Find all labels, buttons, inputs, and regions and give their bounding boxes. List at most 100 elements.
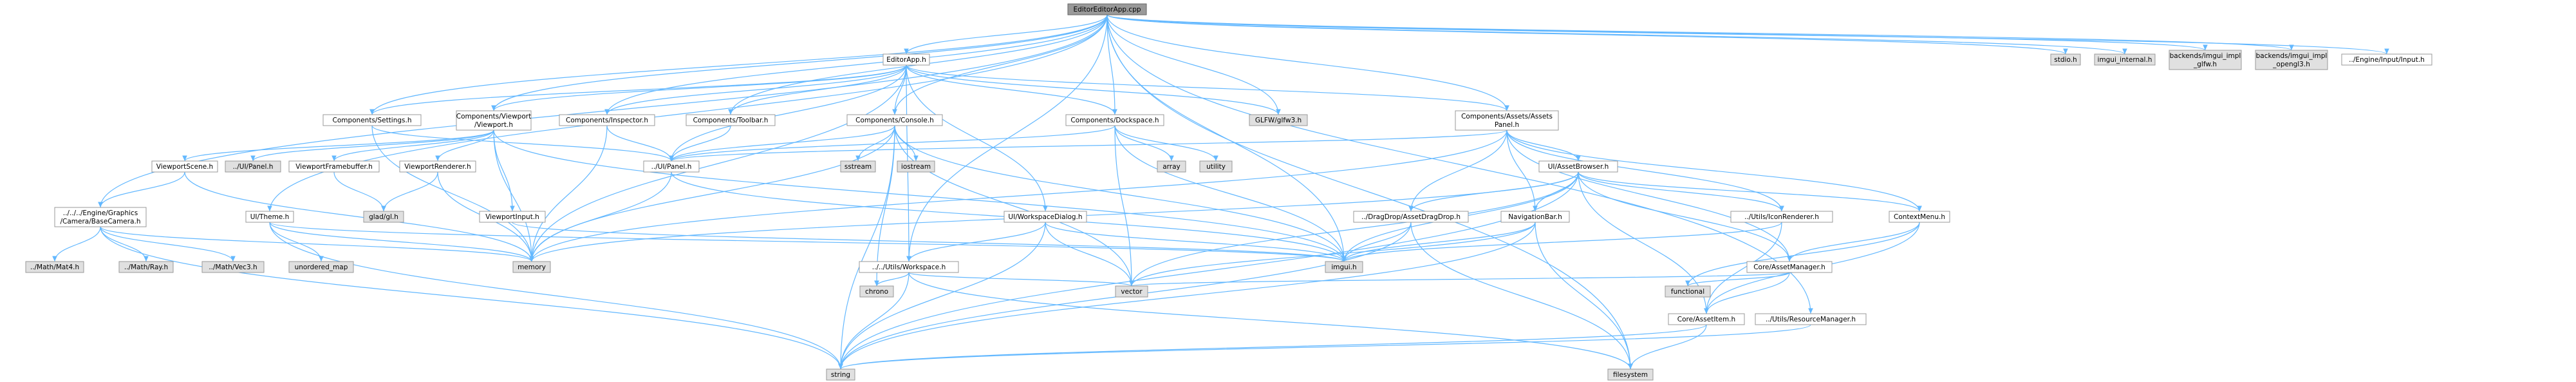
node-root: EditorEditorApp.cpp bbox=[1067, 3, 1147, 15]
node-label-resmanager: ../Utils/ResourceManager.h bbox=[1766, 316, 1856, 323]
node-array: array bbox=[1157, 160, 1186, 173]
node-box-iostream bbox=[897, 160, 935, 173]
edge-root-to-filesystem bbox=[1106, 14, 1633, 370]
node-navbar[interactable]: NavigationBar.h bbox=[1500, 211, 1570, 223]
edge-editorapp-to-uipanel bbox=[669, 64, 907, 162]
node-box-viewportinput bbox=[479, 211, 546, 223]
node-box-uipanel_sys bbox=[225, 160, 281, 173]
node-label-imgui: imgui.h bbox=[1331, 263, 1356, 271]
node-uitheme[interactable]: UI/Theme.h bbox=[245, 211, 294, 223]
node-vector: vector bbox=[1115, 285, 1148, 298]
node-contextmenu[interactable]: ContextMenu.h bbox=[1889, 211, 1950, 223]
node-box-console bbox=[846, 114, 943, 126]
node-resmanager[interactable]: ../Utils/ResourceManager.h bbox=[1755, 313, 1867, 325]
edge-workspace-to-string bbox=[838, 272, 910, 370]
node-label-impl_glfw: _glfw.h bbox=[2193, 61, 2217, 68]
node-dragdrop[interactable]: ../DragDrop/AssetDragDrop.h bbox=[1353, 211, 1469, 223]
node-label-impl_opengl3: _opengl3.h bbox=[2272, 61, 2310, 68]
edge-viewport-to-imgui bbox=[493, 129, 1347, 262]
node-box-viewport bbox=[456, 110, 532, 131]
node-box-toolbar bbox=[686, 114, 776, 126]
edge-basecamera-to-memory bbox=[100, 226, 534, 262]
node-box-glfw bbox=[1249, 114, 1308, 126]
node-box-imgui bbox=[1325, 261, 1363, 273]
node-editorapp[interactable]: EditorApp.h bbox=[882, 53, 930, 66]
node-inspector[interactable]: Components/Inspector.h bbox=[559, 114, 655, 126]
node-box-array bbox=[1157, 160, 1186, 173]
node-box-settings bbox=[322, 114, 422, 126]
node-imgui: imgui.h bbox=[1325, 261, 1363, 273]
edge-assetbrowser-to-iconrenderer bbox=[1578, 171, 1784, 212]
edge-viewportrenderer-to-glad bbox=[381, 171, 438, 212]
edge-uipanel-to-memory bbox=[529, 171, 672, 262]
node-assetitem[interactable]: Core/AssetItem.h bbox=[1668, 313, 1745, 325]
node-box-assetitem bbox=[1668, 313, 1745, 325]
node-iconrenderer[interactable]: ../Utils/IconRenderer.h bbox=[1730, 211, 1833, 223]
node-engine_input[interactable]: ../Engine/Input/Input.h bbox=[2341, 53, 2432, 66]
node-toolbar[interactable]: Components/Toolbar.h bbox=[686, 114, 776, 126]
node-box-uitheme bbox=[245, 211, 294, 223]
edges-layer bbox=[52, 14, 2389, 370]
node-dockspace[interactable]: Components/Dockspace.h bbox=[1065, 114, 1164, 126]
node-stdio: stdio.h bbox=[2050, 53, 2081, 66]
edge-console-to-chrono bbox=[874, 125, 895, 287]
node-label-toolbar: Components/Toolbar.h bbox=[693, 117, 769, 124]
node-box-viewportscene bbox=[151, 160, 218, 173]
node-viewportscene[interactable]: ViewportScene.h bbox=[151, 160, 218, 173]
node-uipanel[interactable]: ../UI/Panel.h bbox=[643, 160, 700, 173]
node-label-assetspanel: Components/Assets/Assets bbox=[1461, 113, 1553, 120]
edge-console-to-vector bbox=[894, 125, 1134, 287]
node-label-viewport: /Viewport.h bbox=[474, 121, 513, 129]
node-viewportinput[interactable]: ViewportInput.h bbox=[479, 211, 546, 223]
edge-root-to-viewport bbox=[491, 14, 1108, 111]
node-assetmanager[interactable]: Core/AssetManager.h bbox=[1746, 261, 1833, 273]
node-console[interactable]: Components/Console.h bbox=[846, 114, 943, 126]
node-label-viewportrenderer: ViewportRenderer.h bbox=[404, 163, 471, 171]
node-workspace[interactable]: ../../Utils/Workspace.h bbox=[859, 261, 959, 273]
node-box-imgui_internal bbox=[2094, 53, 2156, 66]
node-label-uitheme: UI/Theme.h bbox=[250, 213, 290, 221]
edge-assetbrowser-to-string bbox=[838, 171, 1579, 370]
node-ray: ../Math/Ray.h bbox=[118, 261, 174, 273]
node-label-glfw: GLFW/glfw3.h bbox=[1255, 117, 1302, 124]
edge-workspace-to-filesystem bbox=[908, 272, 1633, 370]
edge-inspector-to-memory bbox=[529, 125, 608, 262]
node-viewportrenderer[interactable]: ViewportRenderer.h bbox=[399, 160, 476, 173]
edge-root-to-engine_input bbox=[1106, 14, 2389, 55]
node-viewportfb[interactable]: ViewportFramebuffer.h bbox=[288, 160, 380, 173]
node-box-glad bbox=[363, 211, 404, 223]
node-iostream: iostream bbox=[897, 160, 935, 173]
node-sstream: sstream bbox=[840, 160, 876, 173]
edge-root-to-stdio bbox=[1106, 14, 2068, 55]
edge-assetmanager-to-vector bbox=[1130, 272, 1790, 287]
edge-basecamera-to-ray bbox=[100, 226, 149, 262]
node-box-wsdialog bbox=[1003, 211, 1087, 223]
edge-root-to-inspector bbox=[604, 14, 1108, 115]
node-label-viewportinput: ViewportInput.h bbox=[485, 213, 539, 221]
node-assetbrowser[interactable]: UI/AssetBrowser.h bbox=[1538, 160, 1618, 173]
edge-editorapp-to-glfw bbox=[906, 64, 1281, 115]
edge-root-to-uitheme bbox=[267, 14, 1108, 212]
edge-assetspanel-to-iconrenderer bbox=[1506, 129, 1784, 212]
edge-viewport-to-viewportfb bbox=[331, 129, 494, 162]
node-basecamera[interactable]: ../../../Engine/Graphics/Camera/BaseCame… bbox=[54, 207, 147, 227]
node-wsdialog[interactable]: UI/WorkspaceDialog.h bbox=[1003, 211, 1087, 223]
edge-resmanager-to-string bbox=[838, 324, 1811, 370]
node-label-imgui_internal: imgui_internal.h bbox=[2098, 56, 2152, 64]
edge-assetmanager-to-assetitem bbox=[1704, 272, 1790, 314]
edge-assetitem-to-filesystem bbox=[1628, 324, 1707, 370]
edge-console-to-sstream bbox=[855, 125, 895, 162]
edge-dockspace-to-vector bbox=[1114, 125, 1134, 287]
node-settings[interactable]: Components/Settings.h bbox=[322, 114, 422, 126]
edge-root-to-impl_glfw bbox=[1106, 14, 2208, 51]
node-unordered_map: unordered_map bbox=[288, 261, 354, 273]
node-label-filesystem: filesystem bbox=[1613, 371, 1648, 379]
node-label-functional: functional bbox=[1671, 288, 1704, 296]
edge-contextmenu-to-assetmanager bbox=[1787, 222, 1920, 262]
node-label-basecamera: /Camera/BaseCamera.h bbox=[60, 218, 140, 225]
node-viewport[interactable]: Components/Viewport/Viewport.h bbox=[456, 110, 532, 131]
node-label-impl_glfw: backends/imgui_impl bbox=[2170, 52, 2241, 60]
node-label-utility: utility bbox=[1206, 163, 1226, 171]
edge-root-to-imgui_internal bbox=[1106, 14, 2127, 55]
